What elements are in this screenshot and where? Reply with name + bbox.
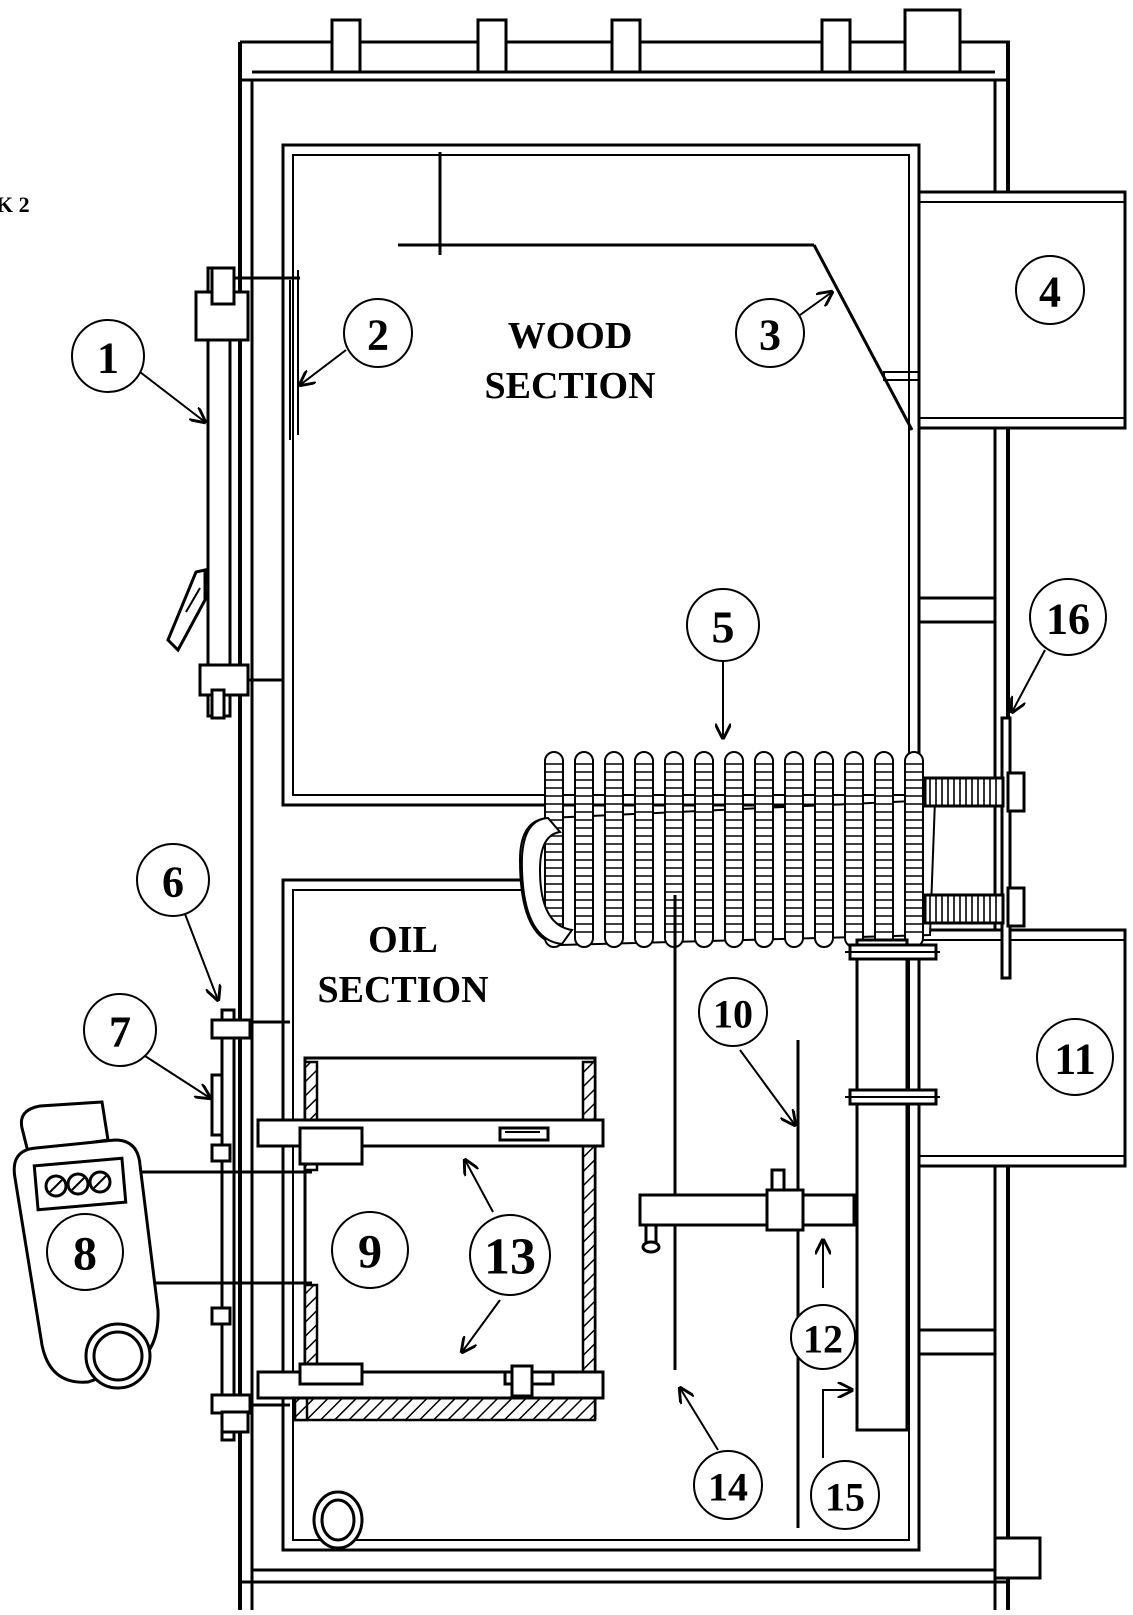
svg-text:4: 4 [1039,268,1061,317]
aquastat-assembly [638,895,940,1528]
wood-section-line2: SECTION [484,365,655,407]
callout-15: 15 [810,1390,880,1530]
coil-loop [604,751,624,948]
wood-firebox [281,143,997,807]
coil-loop [694,751,714,948]
callout-2: 2 [300,298,413,385]
heat-exchanger-coil [518,751,937,948]
svg-text:15: 15 [825,1475,865,1520]
top-bolt [330,18,362,74]
svg-text:16: 16 [1046,595,1090,644]
callout-12: 12 [790,1240,856,1370]
svg-text:6: 6 [162,858,184,907]
svg-text:2: 2 [367,311,389,360]
callout-7: 7 [83,993,210,1098]
oil-door[interactable] [210,1008,290,1442]
svg-text:14: 14 [708,1465,748,1510]
callout-14: 14 [680,1388,763,1520]
top-bolt [476,18,508,74]
callout-1: 1 [71,319,205,422]
svg-text:9: 9 [358,1226,382,1279]
top-bolt [820,18,852,74]
coil-loop [754,751,774,948]
callout-10: 10 [698,977,795,1125]
coil-front-bend [520,816,574,946]
svg-text:11: 11 [1054,1035,1096,1084]
wood-section-label: WOOD SECTION [484,315,655,407]
coil-loop [844,751,864,948]
coil-loop [874,751,894,948]
control-dots [44,1170,112,1198]
callout-6: 6 [136,843,218,1000]
coil-loop [904,751,924,948]
oil-section-label: OIL SECTION [317,919,488,1011]
callout-3: 3 [735,292,832,368]
oil-section-line2: SECTION [317,969,488,1011]
coil-loop [784,751,804,948]
coil-loop [574,751,594,948]
svg-text:3: 3 [759,311,781,360]
svg-text:8: 8 [73,1228,97,1281]
top-bolt [610,18,642,74]
callout-13: 13 [462,1160,551,1352]
callout-5: 5 [686,588,760,738]
coil-outlet-plate [923,716,1026,980]
coil-loop [724,751,744,948]
callout-11: 11 [1036,1018,1114,1096]
coil-loop [814,751,834,948]
callout-16: 16 [1012,578,1107,712]
corner-label: K 2 [0,192,30,217]
callout-8: 8 [46,1213,124,1291]
wood-section-line1: WOOD [508,315,633,357]
svg-text:7: 7 [109,1008,131,1057]
coil-loop [544,751,564,948]
coil-loop [634,751,654,948]
svg-text:12: 12 [803,1317,843,1362]
svg-text:1: 1 [97,334,119,383]
svg-text:10: 10 [713,992,753,1037]
svg-text:5: 5 [712,602,735,653]
oil-section-line1: OIL [368,919,438,961]
svg-text:13: 13 [484,1229,536,1286]
callout-9: 9 [331,1211,409,1289]
top-flue-collar [903,8,962,74]
combustion-chamber [256,1056,605,1422]
callout-4: 4 [1015,255,1085,325]
wood-door[interactable] [166,266,300,720]
